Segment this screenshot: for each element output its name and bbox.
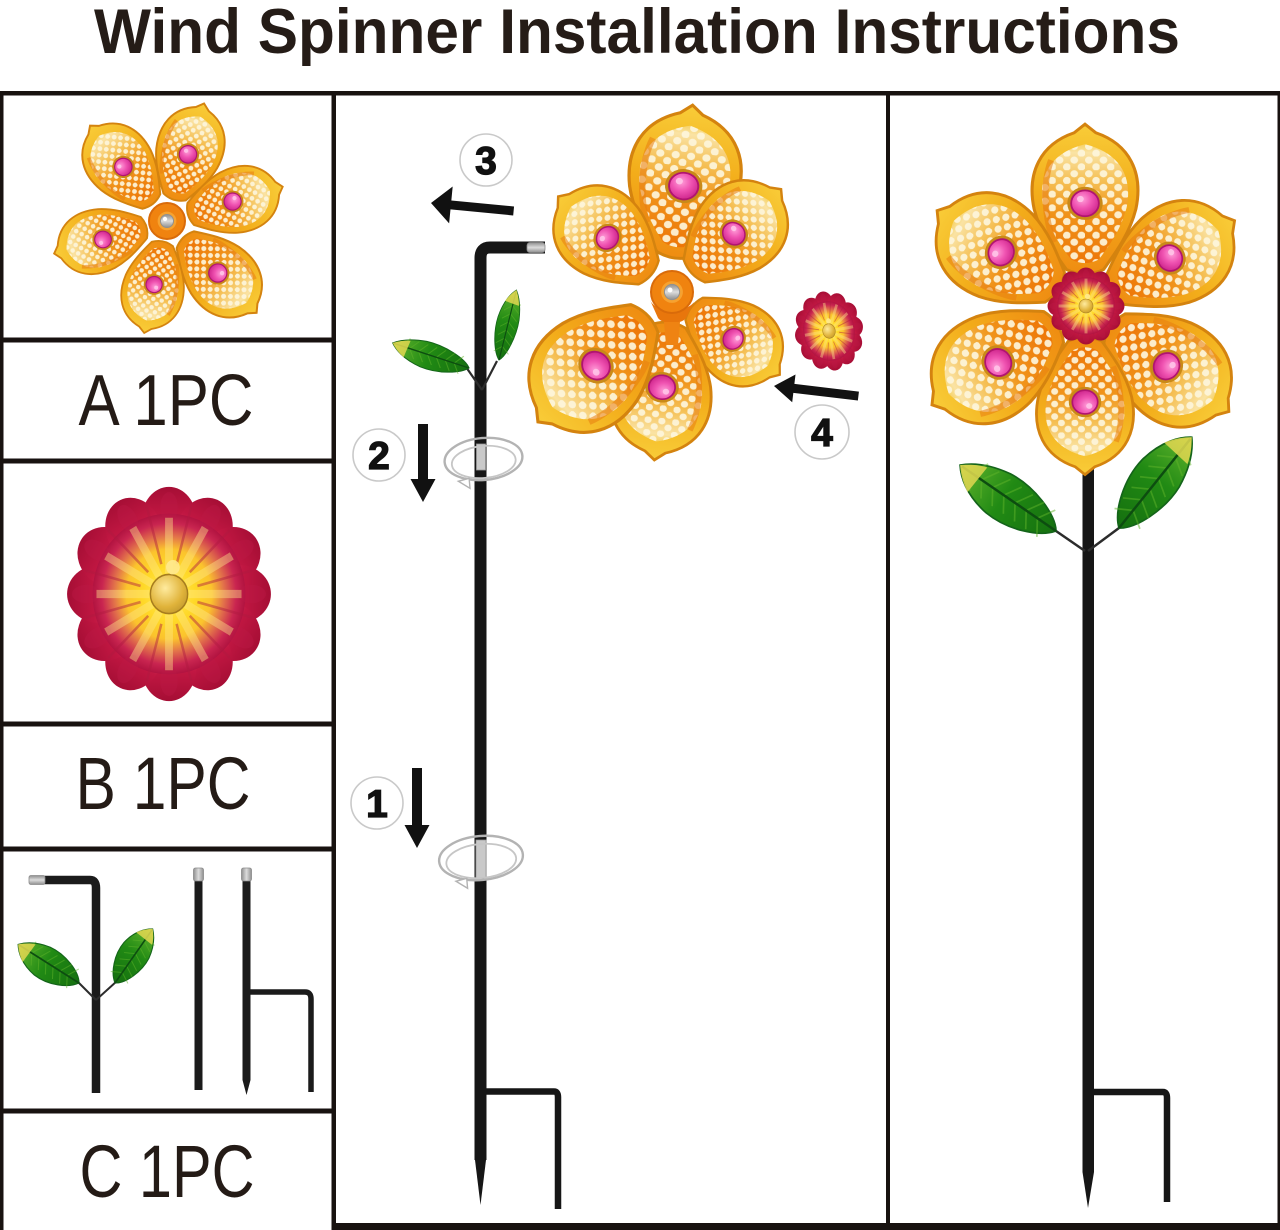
svg-text:3: 3 — [475, 140, 497, 183]
svg-text:4: 4 — [811, 412, 833, 455]
svg-text:1: 1 — [366, 783, 388, 826]
svg-text:B 1PC: B 1PC — [76, 742, 251, 825]
svg-text:C 1PC: C 1PC — [80, 1130, 255, 1213]
svg-text:A 1PC: A 1PC — [79, 361, 254, 441]
svg-text:2: 2 — [368, 435, 390, 478]
svg-text:Wind Spinner Installation Inst: Wind Spinner Installation Instructions — [94, 0, 1180, 67]
